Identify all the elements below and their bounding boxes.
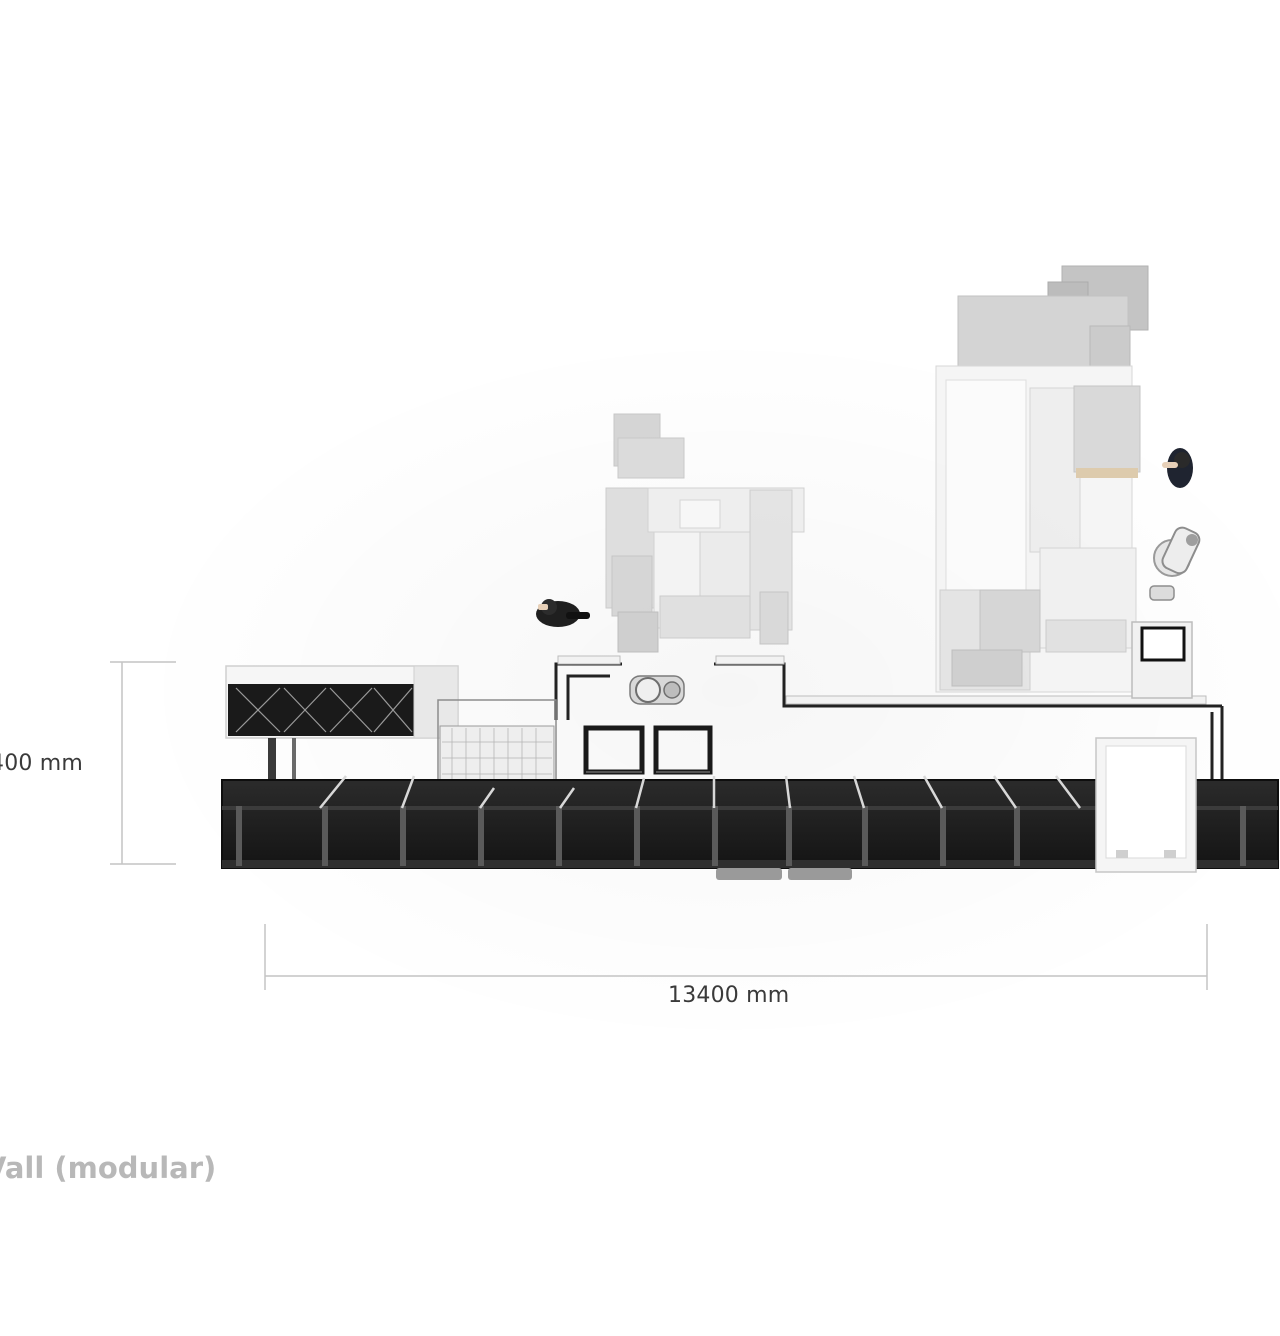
input-station [225, 665, 459, 784]
side-cabinet [1095, 737, 1197, 873]
loading-station [1131, 621, 1193, 699]
configuration-caption: Vall (modular) [0, 1151, 217, 1185]
robot-arm-right [1149, 526, 1201, 601]
height-dimension-label: 400 mm [0, 751, 84, 776]
rail-surface [557, 655, 1207, 705]
width-dimension-line [264, 924, 1208, 990]
operator-figure-right [1162, 448, 1193, 488]
width-dimension-label: 13400 mm [668, 983, 790, 1008]
safety-fence [437, 699, 557, 793]
machining-cell-right [935, 265, 1149, 693]
operator-figure-left [536, 599, 590, 627]
robot-center [629, 675, 685, 705]
height-dimension-line [110, 661, 176, 865]
pallet-frames [583, 725, 713, 775]
machining-cell-left [605, 413, 805, 653]
